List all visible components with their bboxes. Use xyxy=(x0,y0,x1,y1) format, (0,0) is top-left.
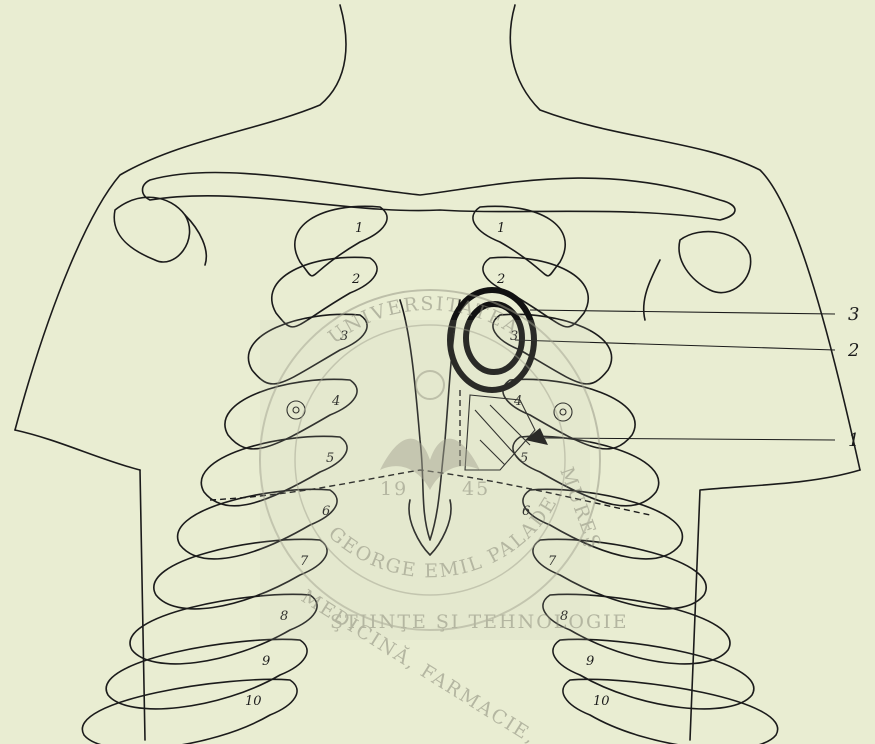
seal-lower-text: ŞTIINŢE ŞI TEHNOLOGIE xyxy=(330,611,629,633)
rib-number-left-10: 10 xyxy=(245,694,262,709)
rib-right-9 xyxy=(553,639,754,709)
pointer-label-3: 3 xyxy=(848,304,859,325)
rib-number-right-2: 2 xyxy=(496,272,505,287)
seal-year-left: 19 xyxy=(380,478,408,500)
rib-right-10 xyxy=(563,679,778,744)
rib-left-9 xyxy=(106,639,307,709)
seal-year-right: 45 xyxy=(462,478,490,500)
rib-number-left-1: 1 xyxy=(355,221,363,236)
pointer-label-2: 2 xyxy=(847,340,859,361)
rib-number-left-9: 9 xyxy=(262,654,270,669)
rib-number-right-9: 9 xyxy=(586,654,594,669)
rib-left-1 xyxy=(295,206,387,276)
rib-left-10 xyxy=(82,679,297,744)
rib-number-right-10: 10 xyxy=(593,694,610,709)
rib-number-left-2: 2 xyxy=(351,272,360,287)
rib-number-right-1: 1 xyxy=(497,221,505,236)
university-seal-watermark: UNIVERSITATEA GEORGE EMIL PALADE MEDICIN… xyxy=(260,290,629,744)
rib-right-1 xyxy=(473,206,565,276)
pointer-label-1: 1 xyxy=(848,430,859,451)
